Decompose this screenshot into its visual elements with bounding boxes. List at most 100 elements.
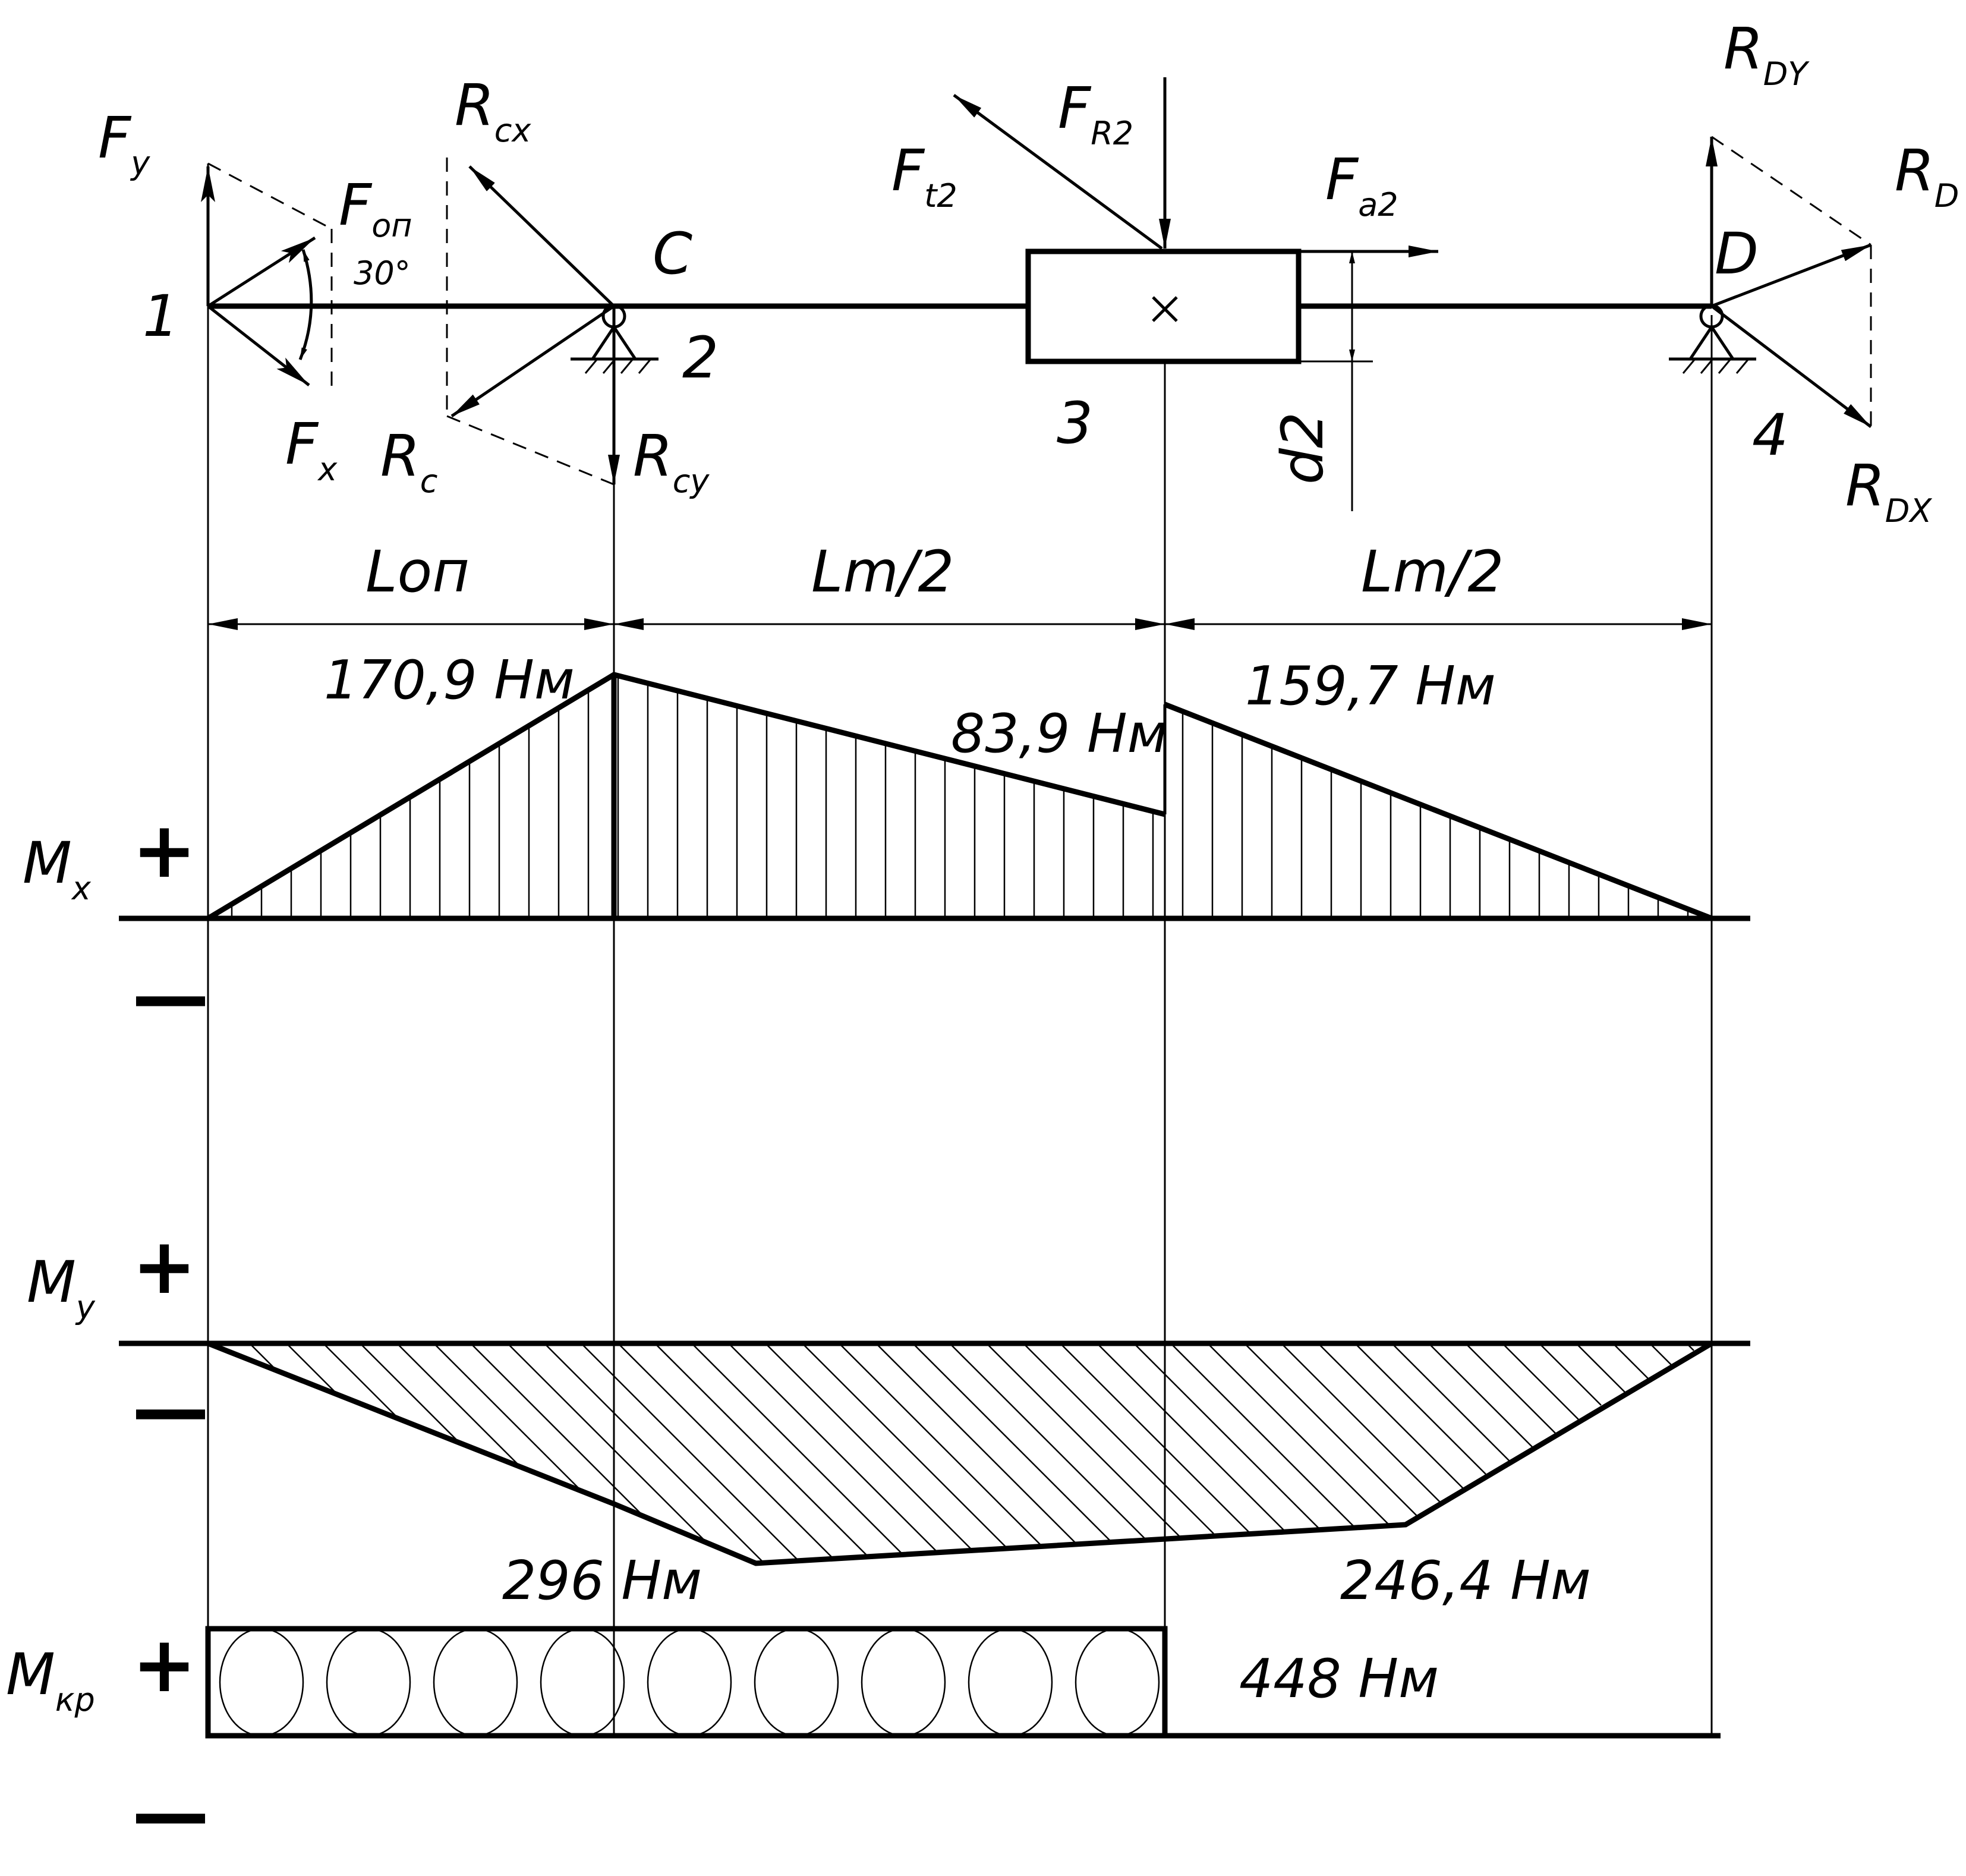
- my-hatching: [249, 1343, 1694, 1563]
- hatch-line: [839, 1343, 1042, 1546]
- rcy-label: Rcy: [633, 423, 710, 500]
- hatch-line: [360, 1343, 458, 1441]
- hatch-line: [949, 1343, 1145, 1539]
- hatch-line: [1097, 1343, 1286, 1532]
- point-2-label: 2: [682, 325, 719, 391]
- rdx-label: RDX: [1845, 452, 1932, 530]
- fon-arrow: [207, 236, 316, 308]
- mkp-value: 448 Нм: [1239, 1648, 1439, 1710]
- fx-label: Fx: [285, 411, 338, 488]
- hatch-line: [1023, 1343, 1214, 1534]
- hatch-line: [470, 1343, 642, 1515]
- point-4-label: 4: [1752, 402, 1788, 468]
- hatch-line: [1281, 1343, 1441, 1503]
- hatch-line: [765, 1343, 973, 1551]
- my-minus-sign: —: [132, 1364, 209, 1454]
- fy-label: Fy: [98, 105, 150, 182]
- rd-arrow: [1711, 243, 1872, 308]
- gear-body: [1025, 248, 1302, 364]
- hatch-line: [1170, 1343, 1354, 1527]
- fr2-label: FR2: [1058, 75, 1133, 152]
- mx-minus-sign: —: [132, 950, 209, 1041]
- mx-plus-sign: +: [132, 805, 197, 895]
- hatch-arc: [1075, 1628, 1160, 1737]
- hatch-line: [249, 1343, 276, 1370]
- mx-value-3l: 83,9 Нм: [951, 703, 1168, 765]
- mx-hatching: [231, 675, 1689, 918]
- mx-outline-right: [1164, 701, 1713, 921]
- mkp-diagram: 448 Нм Mкр + —: [6, 1619, 1721, 1858]
- hatch-line: [396, 1343, 519, 1465]
- my-value-1: 296 Нм: [502, 1550, 702, 1612]
- hatch-line: [1649, 1343, 1672, 1365]
- my-diagram: 296 Нм 246,4 Нм My + —: [27, 1221, 1750, 1612]
- support-d-label: D: [1715, 221, 1759, 287]
- fy-dash-top: [207, 162, 332, 230]
- rdy-dash: [1711, 136, 1872, 246]
- hatch-line: [1244, 1343, 1419, 1518]
- mkp-plus-sign: +: [132, 1619, 197, 1710]
- hatch-line: [1207, 1343, 1389, 1525]
- gear-center-cross: [1152, 296, 1178, 322]
- lon-label: Lоп: [366, 539, 470, 605]
- hatch-line: [802, 1343, 1007, 1548]
- span-dimensions: Lоп Lm/2 Lm/2: [208, 539, 1712, 630]
- mkp-block: [205, 1626, 1168, 1739]
- hatch-line: [1428, 1343, 1534, 1449]
- rdy-label: RDY: [1724, 15, 1810, 93]
- hatch-line: [1612, 1343, 1649, 1380]
- fon-label: Fоп: [339, 172, 412, 244]
- angle-30-arc: [298, 249, 313, 360]
- rcx-arrow: [468, 165, 615, 307]
- rcy-dash: [446, 415, 615, 486]
- hatch-line: [286, 1343, 337, 1394]
- hatch-line: [433, 1343, 582, 1491]
- hatch-arc: [219, 1628, 304, 1737]
- hatch-line: [581, 1343, 798, 1560]
- hatch-line: [1060, 1343, 1251, 1534]
- reference-lines: [207, 163, 1713, 1736]
- rc-arrow: [450, 304, 615, 418]
- my-plus-sign: +: [132, 1221, 197, 1311]
- hatch-line: [875, 1343, 1076, 1544]
- hatch-line: [323, 1343, 398, 1418]
- point-1-label: 1: [143, 283, 179, 350]
- rc-label: Rc: [380, 423, 437, 500]
- hatch-arc: [540, 1628, 625, 1737]
- mx-value-3r: 159,7 Нм: [1245, 655, 1496, 717]
- hatch-arc: [754, 1628, 839, 1737]
- d2-label: d2: [1269, 412, 1336, 484]
- lm2-label: Lm/2: [1361, 539, 1504, 605]
- fa2-label: Fa2: [1325, 146, 1398, 224]
- hatch-arc: [433, 1628, 518, 1737]
- hatch-line: [544, 1343, 764, 1563]
- hatch-line: [728, 1343, 936, 1551]
- my-label: My: [27, 1249, 96, 1326]
- mx-value-c: 170,9 Нм: [324, 649, 575, 712]
- mkp-minus-sign: —: [132, 1768, 209, 1858]
- hatch-line: [1354, 1343, 1486, 1475]
- rdx-arrow: [1710, 305, 1872, 428]
- rcx-label: Rcx: [455, 72, 531, 149]
- my-outline: [207, 1340, 1713, 1566]
- mx-diagram: 170,9 Нм 83,9 Нм 159,7 Нм Mx + —: [23, 649, 1750, 1041]
- hatch-arc: [326, 1628, 411, 1737]
- mx-label: Mx: [23, 830, 92, 907]
- fx-arrow: [207, 305, 310, 386]
- hatch-line: [654, 1343, 867, 1556]
- hatch-arc: [968, 1628, 1053, 1737]
- hatch-line: [1133, 1343, 1320, 1529]
- hatch-line: [1465, 1343, 1557, 1434]
- hatch-line: [691, 1343, 902, 1553]
- point-3-label: 3: [1057, 390, 1093, 457]
- mkp-hatching: [219, 1628, 1160, 1737]
- hatch-line: [1539, 1343, 1602, 1406]
- rd-label: RD: [1895, 137, 1959, 215]
- hatch-arc: [861, 1628, 946, 1737]
- hatch-line: [986, 1343, 1180, 1537]
- hatch-line: [1502, 1343, 1579, 1420]
- hatch-line: [1686, 1343, 1694, 1351]
- hatch-line: [912, 1343, 1111, 1541]
- support-c-label: C: [653, 221, 692, 287]
